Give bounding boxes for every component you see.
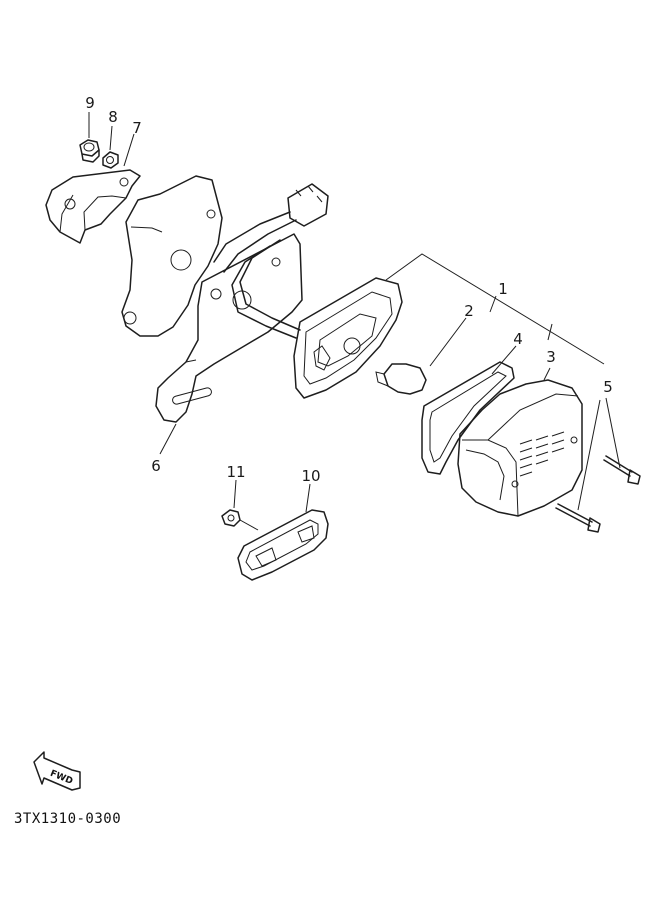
callout-1: 1 bbox=[498, 280, 508, 298]
fwd-arrow-icon: FWD bbox=[33, 751, 81, 791]
wire-harness bbox=[213, 183, 329, 339]
part-4-gasket bbox=[421, 361, 515, 475]
part-7-bracket bbox=[45, 169, 141, 244]
part-2-bulb bbox=[375, 363, 427, 395]
part-6-plate-bracket bbox=[155, 233, 303, 423]
part-8-nut bbox=[102, 151, 119, 169]
callout-8: 8 bbox=[108, 108, 118, 126]
lens-grid bbox=[519, 431, 565, 477]
callout-2: 2 bbox=[464, 302, 474, 320]
part-9-nut bbox=[79, 139, 100, 163]
leader-lines bbox=[88, 112, 621, 513]
part-11-nut bbox=[221, 509, 259, 531]
callout-labels: 9 8 7 1 2 4 3 5 6 11 10 bbox=[85, 94, 613, 485]
callout-9: 9 bbox=[85, 94, 95, 112]
part-10-reflector bbox=[237, 509, 329, 581]
part-1-lamp-housing bbox=[293, 277, 403, 399]
fwd-label: FWD bbox=[48, 769, 74, 787]
callout-3: 3 bbox=[546, 348, 556, 366]
part-3-lens bbox=[457, 379, 583, 517]
callout-11: 11 bbox=[226, 463, 245, 481]
diagram-code: 3TX1310-0300 bbox=[14, 811, 122, 827]
callout-5: 5 bbox=[603, 378, 613, 396]
callout-4: 4 bbox=[513, 330, 523, 348]
callout-6: 6 bbox=[151, 457, 161, 475]
rear-bracket bbox=[121, 175, 223, 337]
part-5-screws bbox=[555, 455, 641, 533]
callout-7: 7 bbox=[132, 119, 142, 137]
callout-10: 10 bbox=[301, 467, 320, 485]
